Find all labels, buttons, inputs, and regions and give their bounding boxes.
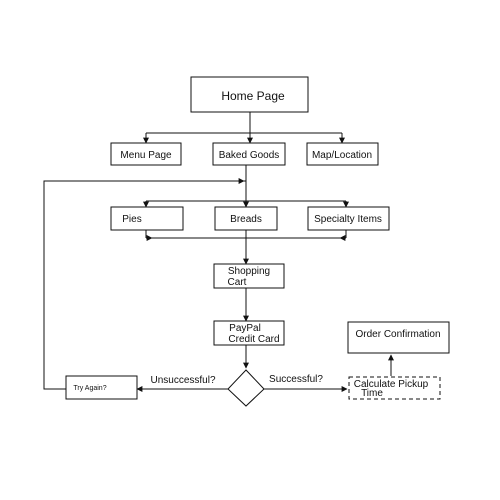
edge-label-successful: Successful?	[269, 374, 323, 385]
node-pies-label: Pies	[122, 214, 141, 225]
edge-retry-loop	[43, 180, 246, 390]
node-menu-label: Menu Page	[120, 150, 172, 161]
edge-label-unsuccessful: Unsuccessful?	[150, 375, 215, 386]
node-map[interactable]: Map/Location	[306, 142, 379, 166]
node-paypal-label-1: PayPal	[229, 323, 261, 334]
node-breads-label: Breads	[230, 214, 262, 225]
node-breads[interactable]: Breads	[214, 206, 278, 231]
node-paypal-label-2: Credit Card	[228, 334, 279, 345]
node-specialty-label: Specialty Items	[314, 214, 382, 225]
node-baked-label: Baked Goods	[219, 150, 280, 161]
connectors	[43, 112, 394, 392]
node-baked[interactable]: Baked Goods	[212, 142, 286, 166]
node-retry-label: Try Again?	[73, 385, 106, 392]
node-order[interactable]: Order Confirmation	[347, 321, 450, 354]
node-calculate[interactable]: Calculate Pickup Time	[348, 376, 441, 400]
node-decision[interactable]	[227, 369, 265, 407]
node-cart[interactable]: Shopping Cart	[213, 263, 285, 289]
node-map-label: Map/Location	[312, 150, 372, 161]
node-order-label: Order Confirmation	[355, 329, 440, 340]
node-cart-label-2: Cart	[228, 277, 247, 288]
node-calculate-label-2: Time	[361, 388, 383, 399]
node-specialty[interactable]: Specialty Items	[307, 206, 390, 231]
node-menu[interactable]: Menu Page	[110, 142, 182, 166]
node-paypal[interactable]: PayPal Credit Card	[213, 320, 285, 346]
node-home-label: Home Page	[221, 89, 285, 103]
node-cart-label-1: Shopping	[228, 266, 270, 277]
node-home[interactable]: Home Page	[190, 76, 309, 113]
node-pies[interactable]: Pies	[110, 206, 184, 231]
edge-categories-down	[145, 230, 347, 238]
node-calculate-label-1: Calculate Pickup	[354, 379, 429, 390]
node-retry[interactable]: Try Again?	[65, 375, 138, 400]
